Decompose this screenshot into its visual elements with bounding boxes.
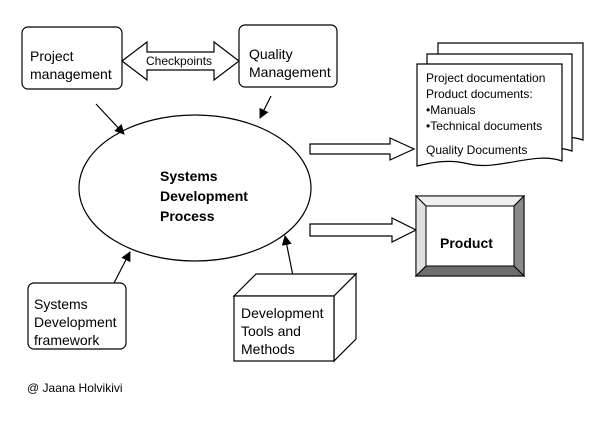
- documents-stack: [416, 42, 584, 167]
- product-box: [414, 194, 526, 278]
- project-management-box: [21, 26, 123, 90]
- quality-management-label: Quality Management: [249, 46, 331, 80]
- framework-label: Systems Development framework: [34, 296, 117, 348]
- doc-line-product-documents: Product documents:: [426, 87, 533, 101]
- arrow-process-to-product: [309, 217, 418, 243]
- doc-line-technical-documents: •Technical documents: [426, 119, 543, 133]
- documents-text: Project documentation Product documents:…: [426, 70, 545, 158]
- checkpoints-label: Checkpoints: [146, 54, 213, 68]
- arrow-project-to-process: [95, 103, 125, 135]
- product-label: Product: [440, 235, 493, 251]
- arrow-quality-to-process: [259, 95, 272, 119]
- tools-cube: [232, 272, 358, 363]
- project-management-label: Project management: [30, 48, 112, 82]
- framework-box: [27, 282, 127, 350]
- checkpoints-double-arrow: [121, 40, 240, 82]
- tools-label: Development Tools and Methods: [241, 305, 324, 357]
- process-label: Systems Development Process: [160, 168, 248, 224]
- quality-management-box: [238, 24, 338, 88]
- arrow-tools-to-process: [281, 235, 294, 277]
- doc-line-quality-documents: Quality Documents: [426, 143, 528, 157]
- credit-text: @ Jaana Holvikivi: [27, 381, 123, 395]
- doc-line-manuals: •Manuals: [426, 103, 476, 117]
- arrow-framework-to-process: [113, 251, 131, 284]
- process-ellipse: [78, 114, 312, 262]
- doc-line-project-documentation: Project documentation: [426, 71, 546, 85]
- arrow-process-to-documents: [309, 137, 416, 161]
